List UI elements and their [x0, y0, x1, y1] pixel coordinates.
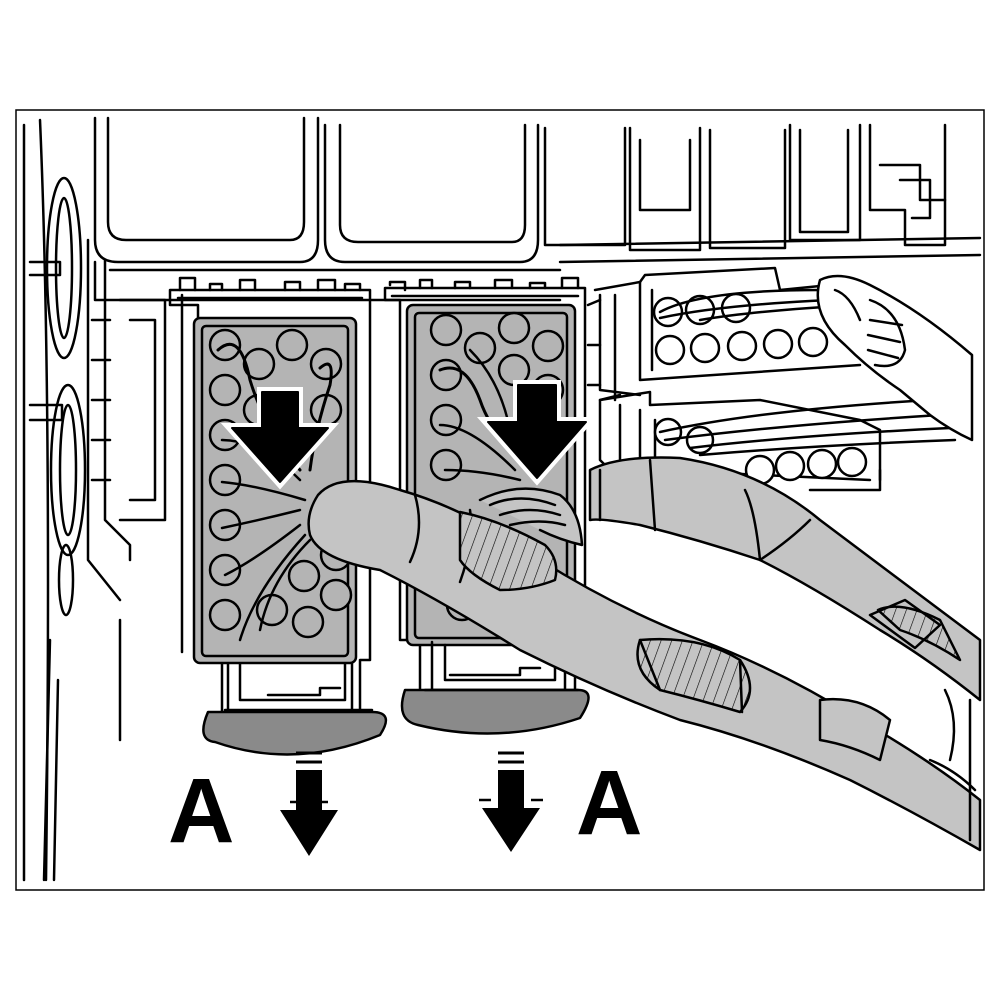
push-arrow-right — [476, 380, 598, 486]
upper-harness — [816, 274, 974, 442]
background-connectors — [586, 266, 957, 497]
arrow-down-icon — [280, 770, 338, 856]
main-wire-harness — [307, 456, 982, 852]
callout-label-right: A — [576, 752, 642, 854]
callout-label-left: A — [168, 760, 234, 862]
pull-arrow-left — [280, 751, 338, 856]
push-arrow-left — [220, 387, 340, 490]
arrow-down-icon — [482, 770, 540, 852]
fuse-box-housing — [22, 116, 982, 882]
pull-arrow-right — [479, 751, 543, 852]
